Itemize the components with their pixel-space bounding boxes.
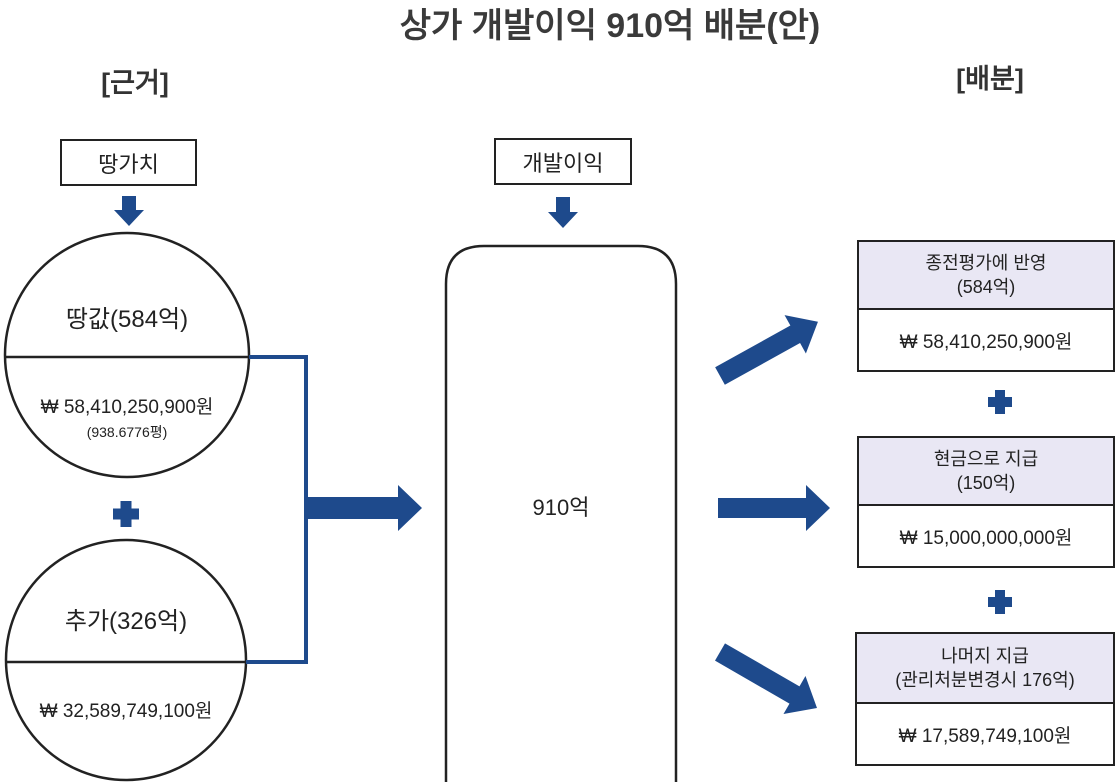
land-value-box: 땅가치 [60,139,197,186]
distribution-item-title: 종전평가에 반영 [925,253,1047,273]
merge-connector [246,355,308,664]
up-right-arrow-icon [715,315,818,385]
distribution-item-amount: ₩ 17,589,749,100원 [898,725,1072,747]
distribution-item-title: 나머지 지급 [941,646,1029,666]
distribution-item-subtitle: (관리처분변경시 176억) [895,670,1075,690]
development-profit-label-box: 개발이익 [494,138,632,185]
down-arrow-icon [548,197,578,228]
distribution-item-header: 나머지 지급 (관리처분변경시 176억) [857,634,1113,704]
distribution-item: 현금으로 지급 (150억) ₩ 15,000,000,000원 [857,436,1115,568]
development-profit-box [444,244,678,782]
plus-icon [988,590,1012,614]
down-arrow-icon [114,196,144,226]
distribution-item-header: 종전평가에 반영 (584억) [859,242,1113,310]
land-price-amount: ₩ 58,410,250,900원 [40,397,214,418]
distribution-item-header: 현금으로 지급 (150억) [859,438,1113,506]
plus-icon [113,501,139,527]
distribution-item-subtitle: (584억) [956,277,1016,297]
distribution-item-amount: ₩ 15,000,000,000원 [899,527,1073,549]
total-profit: 910억 [532,495,590,520]
addition-amount: ₩ 32,589,749,100원 [39,701,213,722]
page-title: 상가 개발이익 910억 배분(안) [399,7,821,45]
basis-heading: [근거] [101,68,169,98]
addition-label: 추가(326억) [64,608,188,635]
land-area: (938.6776평) [86,424,168,440]
distribution-item: 나머지 지급 (관리처분변경시 176억) ₩ 17,589,749,100원 [855,632,1115,766]
plus-icon [988,390,1012,414]
addition-circle [4,538,248,782]
right-arrow-icon [718,485,830,531]
distribution-heading: [배분] [956,64,1024,94]
distribution-item-amount: ₩ 58,410,250,900원 [899,331,1073,353]
down-right-arrow-icon [715,643,817,715]
right-arrow-icon [306,485,422,531]
land-price-label: 땅값(584억) [65,306,189,333]
distribution-item-subtitle: (150억) [956,473,1016,493]
distribution-item: 종전평가에 반영 (584억) ₩ 58,410,250,900원 [857,240,1115,372]
distribution-item-title: 현금으로 지급 [933,449,1039,469]
